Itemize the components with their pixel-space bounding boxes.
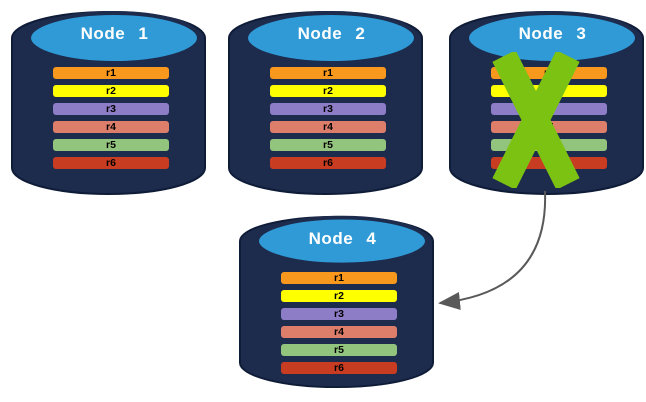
replica-row: r5 (281, 344, 397, 356)
replica-row: r4 (281, 326, 397, 338)
replica-row: r5 (270, 139, 386, 151)
node-label: Node 3 (518, 24, 587, 43)
replica-row: r6 (270, 157, 386, 169)
replica-row: r2 (53, 85, 169, 97)
cylinder-top (27, 11, 201, 65)
node-1: Node 1 r1 r2 r3 r4 r5 r6 (10, 8, 207, 196)
failure-x-icon (492, 52, 580, 188)
replica-row: r6 (281, 362, 397, 374)
cylinder-top (255, 215, 429, 267)
node-3: Node 3 r1 r2 r3 r4 r5 r6 (448, 8, 645, 196)
node-4: Node 4 r1 r2 r3 r4 r5 r6 (238, 213, 435, 389)
replica-row: r3 (53, 103, 169, 115)
replica-row: r1 (53, 67, 169, 79)
replica-row: r2 (270, 85, 386, 97)
replica-row: r1 (281, 272, 397, 284)
replica-row: r1 (270, 67, 386, 79)
replica-row: r6 (53, 157, 169, 169)
replica-rows: r1 r2 r3 r4 r5 r6 (270, 67, 386, 175)
replica-row: r4 (270, 121, 386, 133)
node-label: Node 1 (80, 24, 149, 43)
replica-row: r3 (281, 308, 397, 320)
node-2: Node 2 r1 r2 r3 r4 r5 r6 (227, 8, 424, 196)
replica-row: r2 (281, 290, 397, 302)
cylinder-top (244, 11, 418, 65)
replica-rows: r1 r2 r3 r4 r5 r6 (53, 67, 169, 175)
node-label: Node 2 (297, 24, 366, 43)
replica-rows: r1 r2 r3 r4 r5 r6 (281, 272, 397, 380)
replica-row: r3 (270, 103, 386, 115)
replica-row: r5 (53, 139, 169, 151)
replica-row: r4 (53, 121, 169, 133)
node-label: Node 4 (308, 229, 377, 248)
